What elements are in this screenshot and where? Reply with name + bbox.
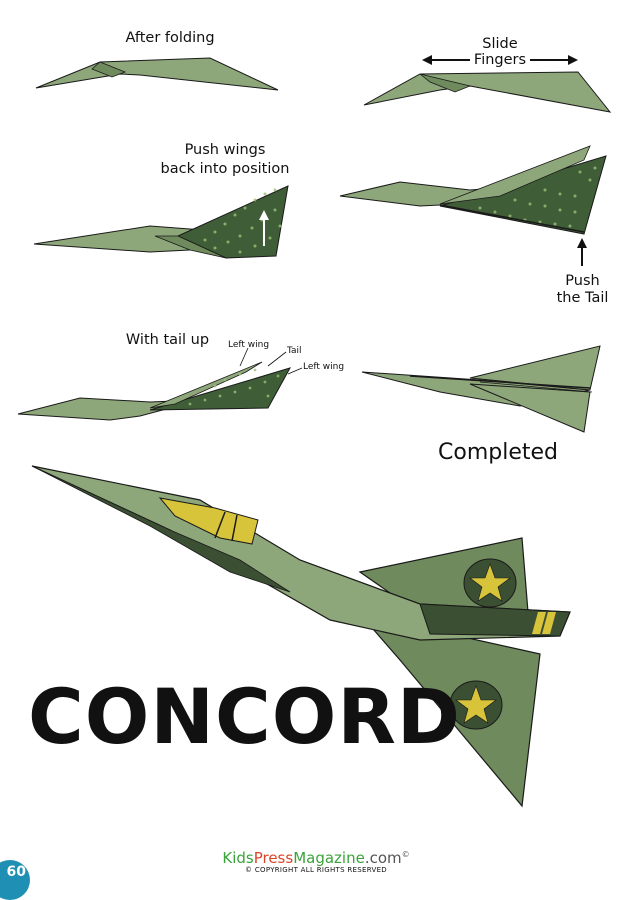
brand-magazine: Magazine bbox=[293, 849, 365, 867]
page-number: 60 bbox=[6, 864, 26, 880]
brand-press: Press bbox=[253, 849, 294, 867]
brand-link[interactable]: KidsPressMagazine.com© bbox=[0, 846, 632, 867]
brand-kids: Kids bbox=[222, 849, 254, 867]
label-left-wing-bottom: Left wing bbox=[303, 362, 345, 372]
label-after-folding: After folding bbox=[125, 30, 215, 46]
label-tail: Tail bbox=[287, 346, 302, 356]
page-title: CONCORD bbox=[28, 672, 461, 761]
label-with-tail-up: With tail up bbox=[125, 332, 210, 348]
label-the-tail: the Tail bbox=[556, 290, 609, 306]
label-fingers: Fingers bbox=[473, 52, 527, 68]
label-push-wings: Push wings bbox=[184, 142, 266, 158]
brand-com: .com bbox=[364, 849, 402, 867]
label-back-into-position: back into position bbox=[160, 161, 290, 177]
label-push: Push bbox=[565, 273, 600, 289]
copyright-notice: © COPYRIGHT ALL RIGHTS RESERVED bbox=[0, 866, 632, 875]
copyright-text: COPYRIGHT ALL RIGHTS RESERVED bbox=[254, 866, 387, 874]
copyright-mark: © bbox=[244, 866, 253, 874]
brand-copyright-mark: © bbox=[401, 850, 410, 859]
label-completed: Completed bbox=[438, 440, 558, 465]
label-slide: Slide bbox=[482, 36, 518, 52]
label-left-wing-top: Left wing bbox=[228, 340, 270, 350]
